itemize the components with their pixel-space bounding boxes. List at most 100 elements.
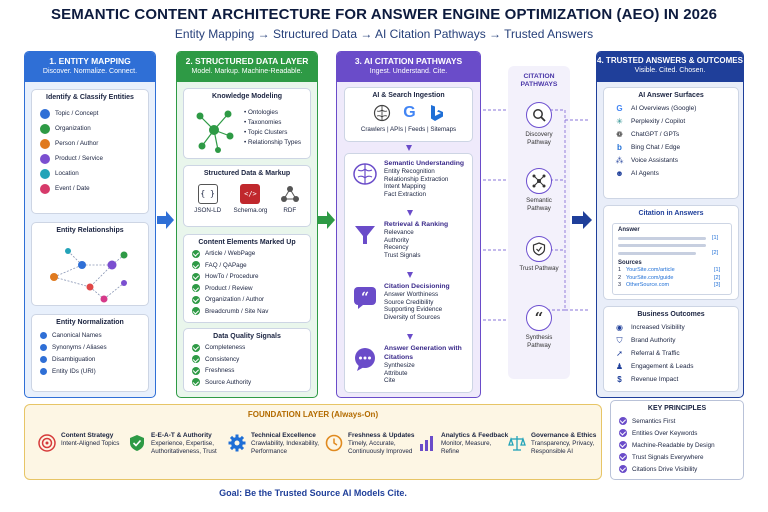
list-item: ⛉Brand Authority [604,334,738,347]
card-heading: Content Elements Marked Up [198,239,296,246]
synthesis-pathway: “ Synthesis Pathway [508,305,570,350]
shield-icon [532,242,546,256]
foundation-layer [24,404,602,480]
list-item: Article / WebPage [184,248,310,260]
sources-label: Sources [618,260,642,266]
data-quality-card: Data Quality Signals Completeness Consis… [183,328,311,392]
list-item: ✳Perplexity / Copilot [604,115,738,128]
check-icon [40,367,47,375]
arrow-right-icon [572,211,592,229]
openai-icon: ❁ [616,130,623,139]
citation-ref[interactable]: [2] [712,250,719,256]
quote-icon: “ [354,287,376,309]
quote-icon: “ [534,309,544,327]
column-subtitle: Ingest. Understand. Cite. [369,68,448,75]
column-subtitle: Model. Markup. Machine-Readable. [191,68,303,75]
card-heading: Data Quality Signals [213,333,281,340]
column-title: 2. STRUCTURED DATA LAYER [185,56,309,66]
identify-entities-card: Identify & Classify Entities Topic / Con… [31,89,149,214]
target-icon [38,434,56,452]
list-item: Disambiguation [32,353,148,365]
card-heading: Structured Data & Markup [203,170,291,177]
list-item: Breadcrumb / Site Nav [184,306,310,318]
shield-icon: ⛉ [616,335,623,345]
list-item: Taxonomies [244,118,301,128]
discovery-pathway: Discovery Pathway [508,102,570,147]
check-icon [192,343,200,352]
list-item: Relationship Types [244,138,301,148]
eye-icon: ◉ [616,323,623,332]
check-icon [192,366,200,375]
calendar-icon [40,183,50,194]
card-heading: Citation in Answers [638,210,704,217]
list-item: HowTo / Procedure [184,271,310,283]
card-heading: AI Answer Surfaces [638,92,704,99]
knowledge-modeling-card: Knowledge Modeling Ontologies Taxonomies… [183,88,311,159]
entity-mapping-column: 1. ENTITY MAPPING Discover. Normalize. C… [24,51,156,398]
goal-statement: Goal: Be the Trusted Source AI Models Ci… [219,488,407,498]
list-item: Synonyms / Aliases [32,341,148,353]
product-icon [40,153,50,164]
list-item: ◉Increased Visibility [616,323,685,332]
list-item: Trust Signals Everywhere [611,451,743,463]
arrow-down-icon [407,334,413,340]
gear-icon [228,434,246,452]
trust-pathway: Trust Pathway [508,236,570,273]
semantic-pathway: Semantic Pathway [508,168,570,213]
brain-icon [353,163,377,185]
arrow-right-icon [157,211,174,229]
list-item: ☻AI Agents [615,169,659,178]
check-icon [619,453,627,461]
business-outcomes-card: Business Outcomes ◉Increased Visibility … [603,306,739,392]
robot-icon: ☻ [615,169,624,178]
content-elements-card: Content Elements Marked Up Article / Web… [183,234,311,323]
list-item: FAQ / QAPage [184,260,310,272]
organization-icon [40,123,50,134]
check-icon [619,441,627,449]
check-icon [619,429,627,437]
rdf-format: RDF [280,184,300,214]
structured-data-header: 2. STRUCTURED DATA LAYER Model. Markup. … [177,52,317,82]
list-item: ➚Referral & Traffic [604,347,738,360]
entity-mapping-header: 1. ENTITY MAPPING Discover. Normalize. C… [25,52,155,82]
list-item: Location [32,166,148,181]
citation-ref[interactable]: [1] [712,235,719,241]
entity-normalization-card: Entity Normalization Canonical Names Syn… [31,314,149,392]
stage-title: Citation Decisioning [384,283,450,290]
list-item: Completeness [184,342,310,354]
network-icon [532,174,546,188]
list-item: Canonical Names [32,329,148,341]
column-subtitle: Visible. Cited. Chosen. [634,67,706,74]
bing-icon: b [617,143,622,152]
bar-chart-icon [420,436,433,451]
check-icon [192,261,200,270]
people-icon: ♟ [615,362,624,371]
lightbulb-icon [40,108,50,119]
citation-in-answers-card: Citation in Answers Answer [1] [2] Sourc… [603,205,739,300]
list-item: Consistency [184,354,310,366]
page-title: SEMANTIC CONTENT ARCHITECTURE FOR ANSWER… [50,6,718,23]
card-heading: Entity Normalization [56,319,124,326]
list-item: Entity IDs (URI) [32,365,148,377]
list-item: Machine-Readable by Design [611,439,743,451]
pathways-title: CITATION PATHWAYS [520,73,558,88]
schema-org-format: </> Schema.org [233,184,267,214]
location-pin-icon [40,168,50,179]
check-icon [192,355,200,364]
clock-icon [325,434,343,452]
column-title: 4. TRUSTED ANSWERS & OUTCOMES [597,56,743,65]
arrow-down-icon [407,210,413,216]
list-item: Product / Review [184,283,310,295]
